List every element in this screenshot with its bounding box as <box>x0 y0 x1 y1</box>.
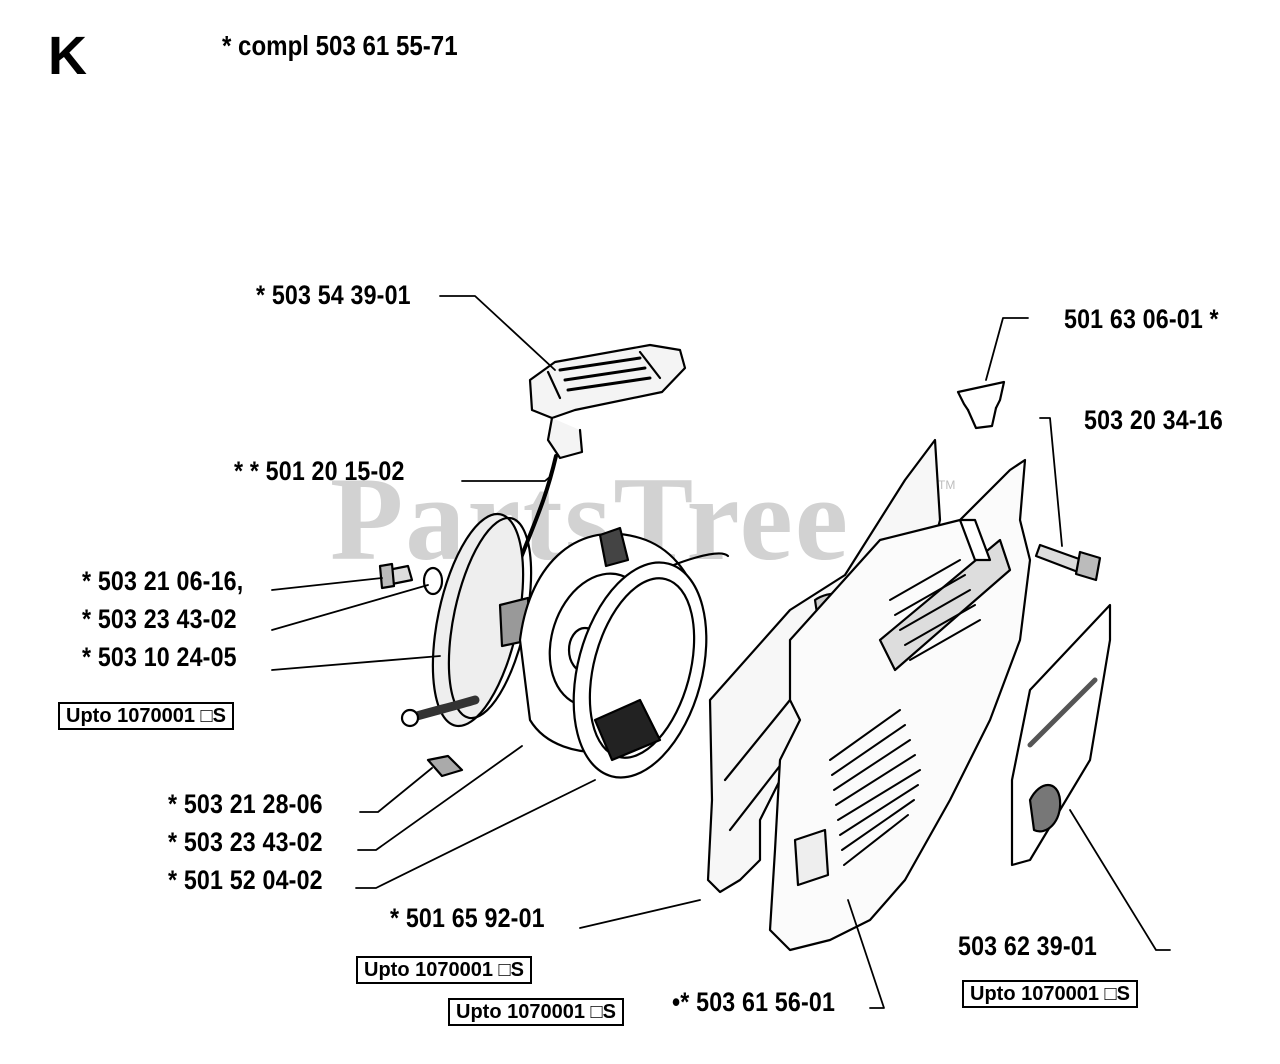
part-label-pulley: * 503 10 24-05 <box>82 642 237 672</box>
section-letter: K <box>48 26 87 86</box>
part-label-grommet: 501 63 06-01 * <box>1064 304 1219 334</box>
serial-note-left: Upto 1070001 □S <box>58 702 234 730</box>
serial-note-cover: Upto 1070001 □S <box>356 956 532 984</box>
leader-lines <box>271 295 1171 1009</box>
part-label-screw: * 503 21 06-16, <box>82 566 244 596</box>
grommet-drawing <box>956 380 1006 430</box>
part-label-washer-top: * 503 23 43-02 <box>82 604 237 634</box>
washer-drawing <box>422 566 444 596</box>
bolt-drawing <box>1034 543 1102 582</box>
part-label-handle: * 503 54 39-01 <box>256 280 411 310</box>
part-label-spring: * 501 52 04-02 <box>168 865 323 895</box>
watermark-trademark: TM <box>938 478 956 492</box>
assembly-title: * compl 503 61 55-71 <box>222 30 458 61</box>
part-label-cover: * 501 65 92-01 <box>390 903 545 933</box>
pulley-drawing <box>431 512 533 728</box>
spring-drawing <box>572 561 708 779</box>
part-label-decal: 503 62 39-01 <box>958 931 1097 961</box>
serial-note-housing: Upto 1070001 □S <box>448 998 624 1026</box>
serial-note-decal: Upto 1070001 □S <box>962 980 1138 1008</box>
starter-handle-drawing <box>528 343 687 460</box>
part-label-screw-bottom: * 503 21 28-06 <box>168 789 323 819</box>
screw-drawing <box>378 562 414 590</box>
decal-drawing <box>1010 603 1112 867</box>
part-label-housing: •* 503 61 56-01 <box>672 987 836 1017</box>
screw-bottom-drawing <box>426 754 464 778</box>
part-label-bolt: 503 20 34-16 <box>1084 405 1223 435</box>
part-label-washer-bottom: * 503 23 43-02 <box>168 827 323 857</box>
starter-housing-drawing <box>768 458 1032 952</box>
part-label-rope: * * 501 20 15-02 <box>234 456 405 486</box>
